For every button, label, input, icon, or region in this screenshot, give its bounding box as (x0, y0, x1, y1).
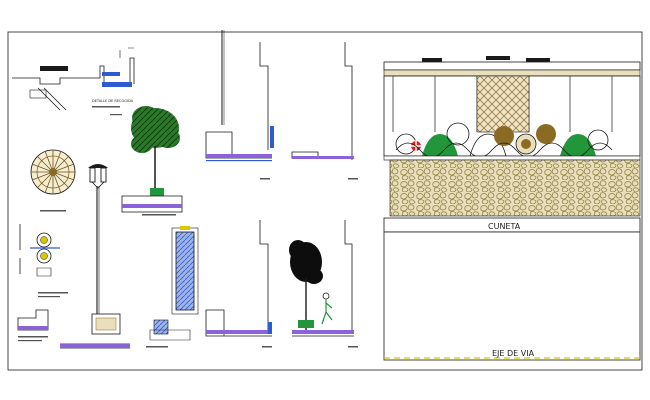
street-facade-elevation: CUNETA EJE DE VIA (383, 56, 641, 361)
tree-with-figure-section (289, 220, 358, 348)
curb-detail-section (17, 309, 49, 342)
tree-planter-elevation (121, 106, 183, 216)
detail-recogida-section: DETALLE DE RECOGIDA (12, 47, 135, 116)
detail-recogida-title: DETALLE DE RECOGIDA (92, 99, 134, 103)
vertical-rule (221, 30, 225, 125)
wall-section-bottom-left (205, 220, 272, 348)
road-area (383, 231, 641, 361)
street-lamp-elevation (60, 164, 130, 349)
wall-section-top-right (291, 42, 358, 180)
circular-bench-detail (19, 224, 68, 298)
cuneta-label: CUNETA (488, 222, 521, 231)
water-channel-plan (146, 226, 199, 348)
eje-de-via-label: EJE DE VIA (492, 349, 535, 358)
wall-section-top-left (205, 42, 274, 180)
sheet-border (7, 31, 643, 371)
cobblestone-pavement (389, 159, 641, 217)
manhole-cover-plan (30, 149, 76, 212)
